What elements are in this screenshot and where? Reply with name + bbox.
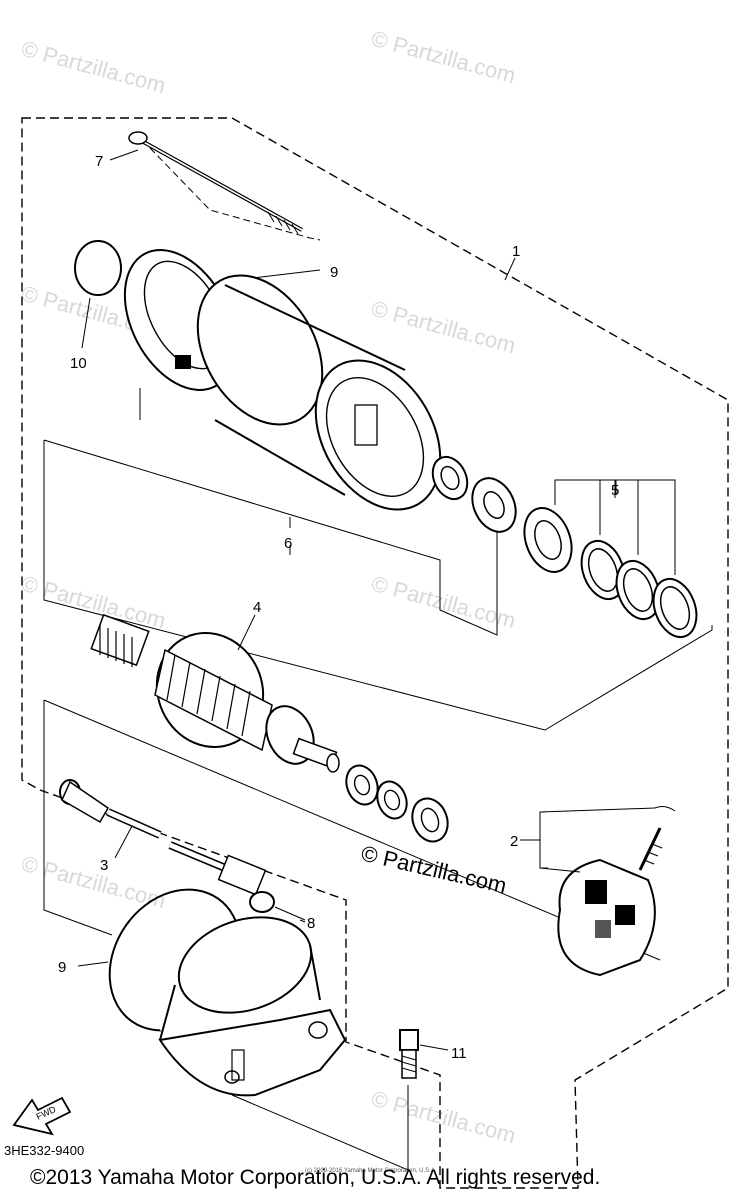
watermark-text: © Partzilla.com [369,296,519,359]
armature-part [90,613,340,773]
watermark-text: © Partzilla.com [369,1086,519,1149]
tiny-copyright-notice: (c) 2009-2016 Yamaha Motor Corporation, … [305,1168,437,1174]
front-cover-part [158,916,347,1097]
leader-line [43,699,661,961]
callout-9-upper: 9 [330,264,338,281]
watermark-text: © Partzilla.com [19,36,169,99]
callout-8: 8 [307,915,315,932]
callout-11: 11 [451,1045,467,1062]
callout-9-lower: 9 [58,959,66,976]
watermark-text: © Partzilla.com [369,571,519,634]
oil-seal-part [471,477,517,533]
callout-6: 6 [284,535,292,552]
copyright-notice: ©2013 Yamaha Motor Corporation, U.S.A. A… [30,1166,601,1189]
brush-holder-part [539,806,676,977]
watermark-text: © Partzilla.com [369,26,519,89]
callout-10: 10 [70,355,87,372]
diagram-code: 3HE332-9400 [4,1143,85,1158]
leader-line [77,961,109,967]
leader-bracket-6b [43,439,498,636]
washer-set-part [523,479,698,639]
forward-arrow-icon: FWD [12,1096,72,1136]
shaft-washers-part [345,764,449,843]
callout-1: 1 [512,243,520,260]
callout-7: 7 [95,153,103,170]
assembly-outline [21,117,729,1189]
callout-5: 5 [611,482,619,499]
o-ring-part [74,240,122,296]
leader-bracket-cover [43,700,113,936]
bearing-part [431,455,469,501]
watermark-text: © Partzilla.com [19,571,169,634]
leader-line [231,1085,409,1171]
leader-bracket-6 [43,440,713,731]
through-bolt-part [128,131,321,241]
callout-2: 2 [510,833,518,850]
cable-part [59,779,162,859]
callout-leaders [109,149,617,923]
callout-3: 3 [100,857,108,874]
leader-line [81,297,91,349]
lead-wire-part [168,841,306,921]
callout-4: 4 [253,599,261,616]
mounting-bolt-part [399,1029,449,1079]
partzilla-watermark: © Partzilla.com [359,841,509,899]
yoke-housing-part [196,274,442,511]
